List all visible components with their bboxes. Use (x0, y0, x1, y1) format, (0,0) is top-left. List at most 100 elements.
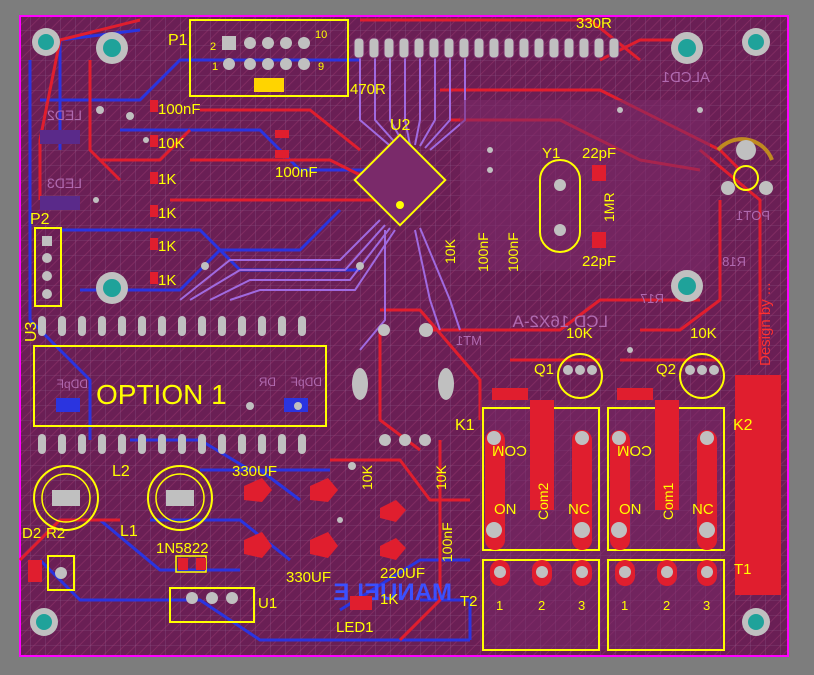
c-100nf-b3-label: 100nF (439, 522, 455, 562)
dr-label: DR (258, 375, 276, 389)
r-10k-vertical-label: 10K (442, 238, 458, 264)
k1-label: K1 (455, 417, 475, 434)
led1-label: LED1 (336, 619, 374, 636)
c-22pf-a-label: 22pF (582, 145, 616, 162)
d-1n5822-label: 1N5822 (156, 540, 209, 557)
alcd1-label: ALCD1 (662, 69, 710, 86)
term-1a-label: 1 (496, 598, 503, 613)
d2-label: D2 (22, 525, 41, 542)
led1-component (350, 596, 372, 610)
vias (93, 106, 703, 523)
on-b-label: ON (619, 501, 642, 518)
com-a-label: COM (492, 442, 527, 459)
lcd-header-pads (353, 37, 620, 59)
ddpf-a-label: DDpF (57, 377, 88, 391)
center-large-pads (352, 323, 454, 446)
copper-pour-mcu-area (460, 100, 710, 270)
p1-connector (189, 19, 349, 97)
r-10k-q1-label: 10K (566, 325, 593, 342)
c-330uf-a-label: 330UF (232, 463, 277, 480)
led2-label: LED2 (47, 107, 82, 123)
smd-resistor-column (150, 100, 289, 284)
r-1k-3-label: 1K (158, 238, 176, 255)
q2-transistor (679, 353, 725, 399)
y1-label: Y1 (542, 145, 560, 162)
r-470-label: 470R (350, 81, 386, 98)
option-label: OPTION 1 (96, 379, 227, 410)
pot1-component (716, 137, 774, 195)
u1-regulator (169, 587, 255, 623)
copper-pour-relay-area (480, 400, 730, 650)
pot1-label: POT1 (736, 208, 770, 223)
t2-label: T2 (460, 593, 478, 610)
lcd-label: LCD 16X2-A (512, 312, 608, 331)
term-2a-label: 2 (538, 598, 545, 613)
p2-label: P2 (30, 211, 50, 228)
p2-header (34, 227, 62, 307)
d2-r2-components (28, 555, 75, 591)
u3-option-footprint (33, 316, 327, 454)
q2-label: Q2 (656, 361, 676, 378)
c-100nf-mid-label: 100nF (275, 164, 318, 181)
p1-label: P1 (168, 32, 188, 49)
r-10k-q2-label: 10K (690, 325, 717, 342)
y1-crystal (539, 159, 606, 253)
r-1k-led-label: 1K (380, 591, 398, 608)
led3-label: LED3 (47, 175, 82, 191)
r-10k-b2-label: 10K (433, 464, 449, 490)
r17-label: R17 (640, 291, 664, 306)
r-10k-b1-label: 10K (359, 464, 375, 490)
c-100nf-top-label: 100nF (158, 101, 201, 118)
q1-transistor (557, 353, 603, 399)
c-220uf-label: 220UF (380, 565, 425, 582)
c-22pf-b-label: 22pF (582, 253, 616, 270)
bottom-copper-traces (28, 28, 472, 642)
mt1-label: MT1 (456, 333, 482, 348)
l2-label: L2 (112, 463, 130, 480)
terminal-blocks (482, 559, 725, 651)
nc-a-label: NC (568, 501, 590, 518)
r-1mr-label: 1MR (601, 192, 617, 222)
u2-mcu-footprint (353, 133, 447, 227)
power-capacitors (244, 478, 406, 560)
l1-label: L1 (120, 523, 138, 540)
term-2b-label: 2 (663, 598, 670, 613)
com2-label: Com2 (535, 482, 551, 520)
mounting-holes (30, 28, 770, 636)
k2-label: K2 (733, 417, 753, 434)
board-outline (19, 15, 789, 657)
diode-1n5822 (175, 555, 207, 573)
r-10k-top-label: 10K (158, 135, 185, 152)
design-credit-label: Design by ... (757, 283, 774, 366)
bottom-leds (40, 130, 80, 210)
u3-label: U3 (23, 321, 40, 342)
p1-pin9-label: 9 (318, 61, 324, 73)
r-1k-1-label: 1K (158, 171, 176, 188)
copper-pour-terminal-strip (735, 375, 781, 595)
ddpf-b-label: DDpF (291, 375, 322, 389)
q1-label: Q1 (534, 361, 554, 378)
p1-pin1-label: 1 (212, 61, 218, 73)
u2-label: U2 (390, 117, 411, 134)
u1-label: U1 (258, 595, 277, 612)
r18-label: R18 (722, 254, 746, 269)
signal-fanout-traces (179, 40, 466, 351)
term-3b-label: 3 (703, 598, 710, 613)
term-1b-label: 1 (621, 598, 628, 613)
on-a-label: ON (494, 501, 517, 518)
relay-k2 (607, 388, 725, 551)
p1-pin2-label: 2 (210, 41, 216, 53)
term-3a-label: 3 (578, 598, 585, 613)
c-100nf-vertical-2-label: 100nF (505, 232, 521, 272)
c-330uf-b-label: 330UF (286, 569, 331, 586)
t1-label: T1 (734, 561, 752, 578)
c-100nf-vertical-1-label: 100nF (475, 232, 491, 272)
relay-k1 (482, 388, 600, 551)
nc-b-label: NC (692, 501, 714, 518)
com-b-label: COM (617, 442, 652, 459)
inductor-l2 (33, 465, 213, 531)
p1-pin10-label: 10 (315, 29, 327, 41)
r-1k-2-label: 1K (158, 205, 176, 222)
r-330-label: 330R (576, 15, 612, 32)
